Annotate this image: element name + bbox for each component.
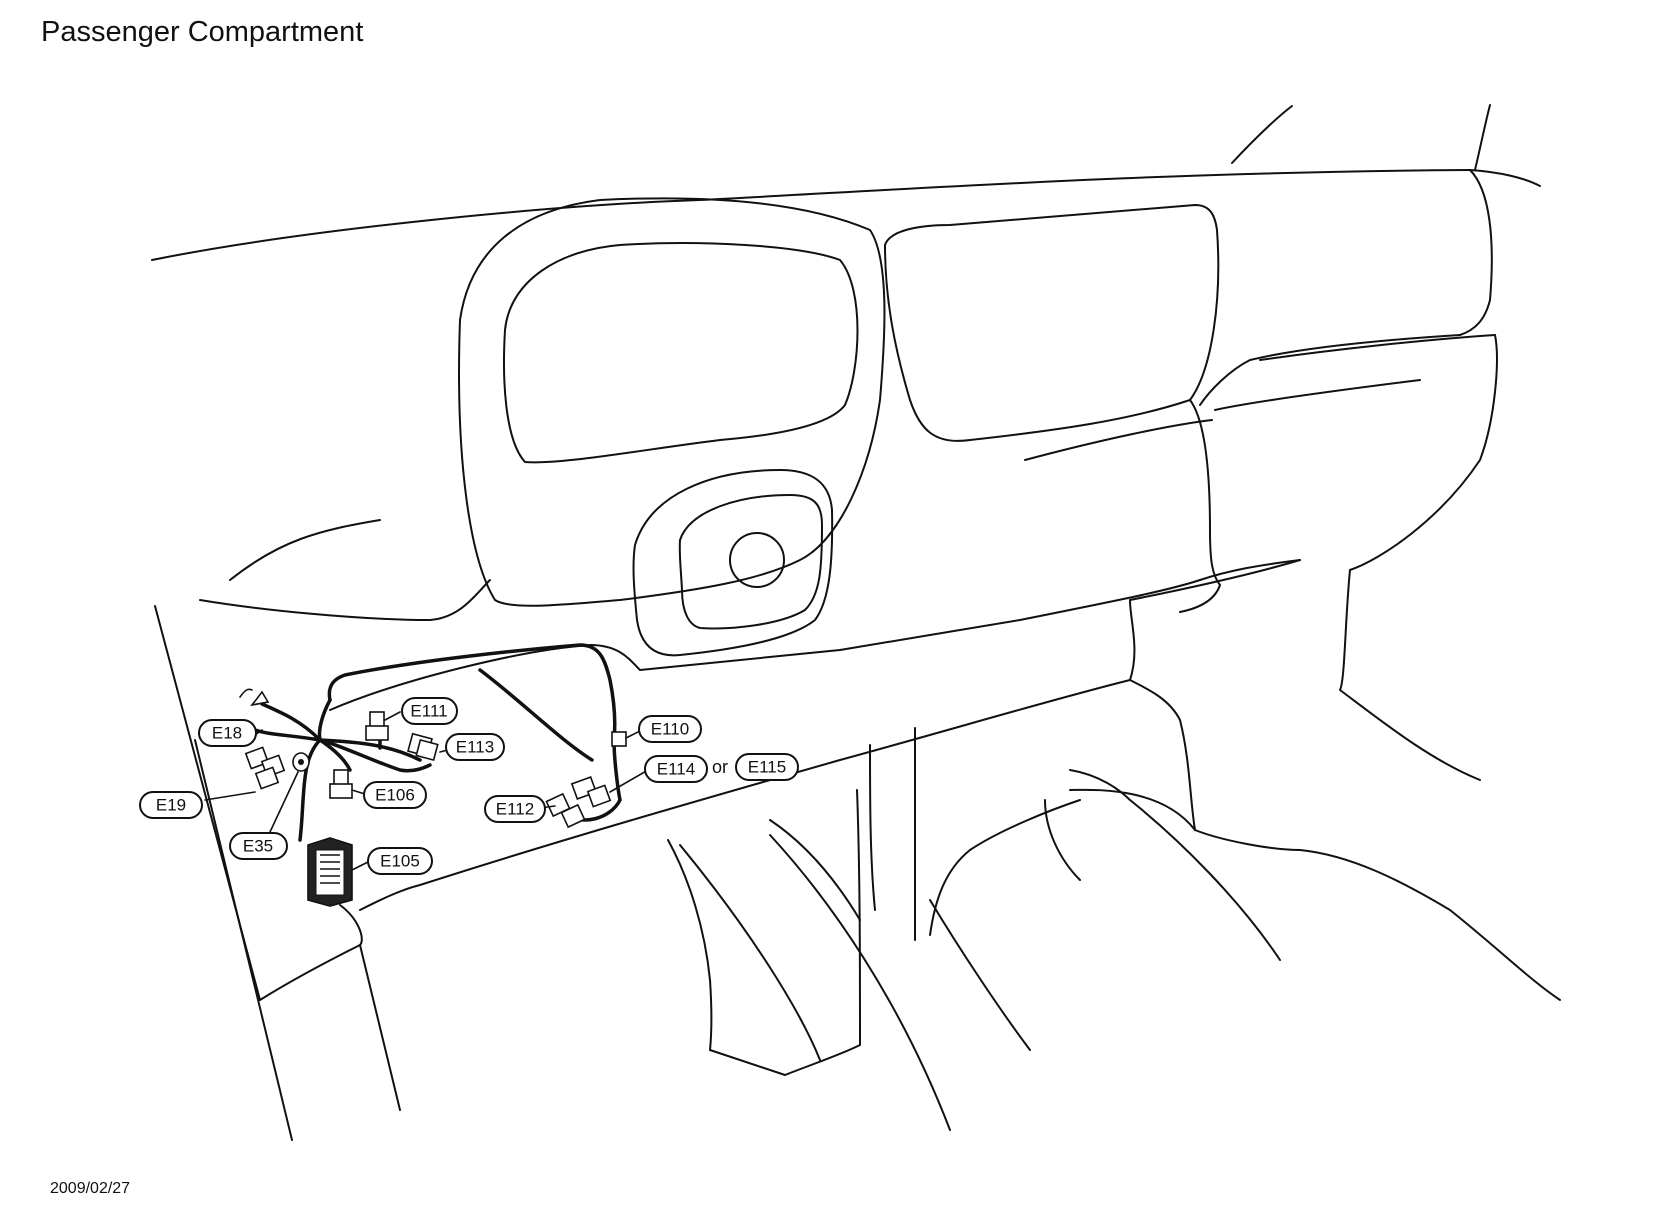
svg-text:E115: E115 — [748, 758, 786, 777]
svg-text:E114: E114 — [657, 760, 695, 779]
svg-text:E35: E35 — [243, 837, 273, 856]
label-e114: E114 — [644, 755, 708, 783]
label-e35: E35 — [229, 832, 288, 860]
svg-text:E112: E112 — [496, 800, 534, 819]
label-e18: E18 — [198, 719, 257, 747]
connector-bodies — [239, 688, 627, 907]
connector-labels: E111 E113 E18 E19 E106 E35 E105 E110 — [139, 697, 799, 875]
svg-text:E113: E113 — [456, 738, 494, 757]
diagram-date: 2009/02/27 — [50, 1180, 131, 1197]
label-e19: E19 — [139, 791, 203, 819]
svg-text:E18: E18 — [212, 724, 242, 743]
label-e111: E111 — [401, 697, 458, 725]
svg-text:E105: E105 — [380, 852, 420, 871]
label-e115: E115 — [735, 753, 799, 781]
label-e110: E110 — [638, 715, 702, 743]
label-e106: E106 — [363, 781, 427, 809]
label-e105: E105 — [367, 847, 433, 875]
or-text: or — [712, 757, 728, 777]
svg-text:E106: E106 — [375, 786, 415, 805]
svg-text:E110: E110 — [651, 720, 689, 739]
diagram-title: Passenger Compartment — [41, 16, 364, 48]
e18-connector-icon — [250, 690, 270, 707]
label-e112: E112 — [484, 795, 546, 823]
label-e113: E113 — [445, 733, 505, 761]
e110-connector-icon — [611, 731, 627, 747]
svg-text:E111: E111 — [410, 702, 447, 721]
dashboard-outline — [151, 104, 1561, 1141]
svg-text:E19: E19 — [156, 796, 186, 815]
